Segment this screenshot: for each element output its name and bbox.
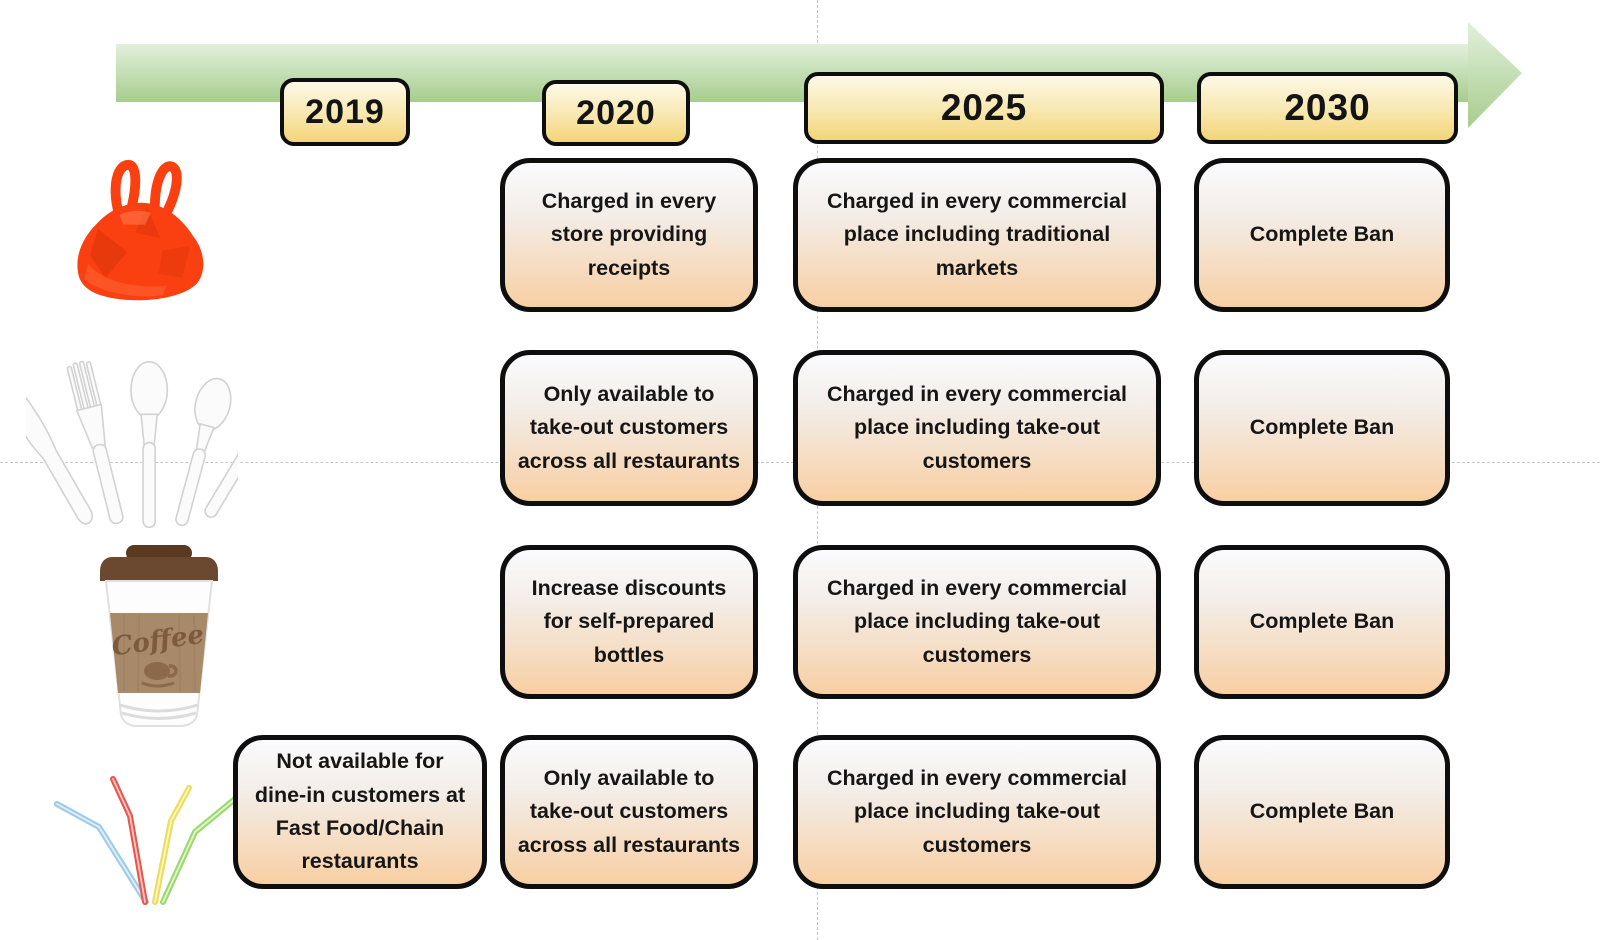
cell-2025-straws: Charged in every commercial place includ… [793,735,1161,889]
cell-2025-coffee-cup: Charged in every commercial place includ… [793,545,1161,699]
cell-2020-straws: Only available to take-out customers acr… [500,735,758,889]
plastic-straws-icon [54,776,238,905]
cell-2030-coffee-cup: Complete Ban [1194,545,1450,699]
year-label-2019: 2019 [280,78,410,146]
cell-2025-plastic-bag: Charged in every commercial place includ… [793,158,1161,312]
plastic-cutlery-icon [26,360,238,529]
cell-2020-plastic-bag: Charged in every store providing receipt… [500,158,758,312]
year-label-2020: 2020 [542,80,690,146]
cell-2025-cutlery: Charged in every commercial place includ… [793,350,1161,506]
coffee-cup-icon: Coffee [100,545,218,727]
cell-2030-cutlery: Complete Ban [1194,350,1450,506]
year-label-2025: 2025 [804,72,1164,144]
cell-2019-straws: Not available for dine-in customers at F… [233,735,487,889]
cell-2020-cutlery: Only available to take-out customers acr… [500,350,758,506]
plastic-bag-icon [77,159,204,301]
cell-2020-coffee-cup: Increase discounts for self-prepared bot… [500,545,758,699]
year-label-2030: 2030 [1197,72,1458,144]
cell-2030-straws: Complete Ban [1194,735,1450,889]
cell-2030-plastic-bag: Complete Ban [1194,158,1450,312]
